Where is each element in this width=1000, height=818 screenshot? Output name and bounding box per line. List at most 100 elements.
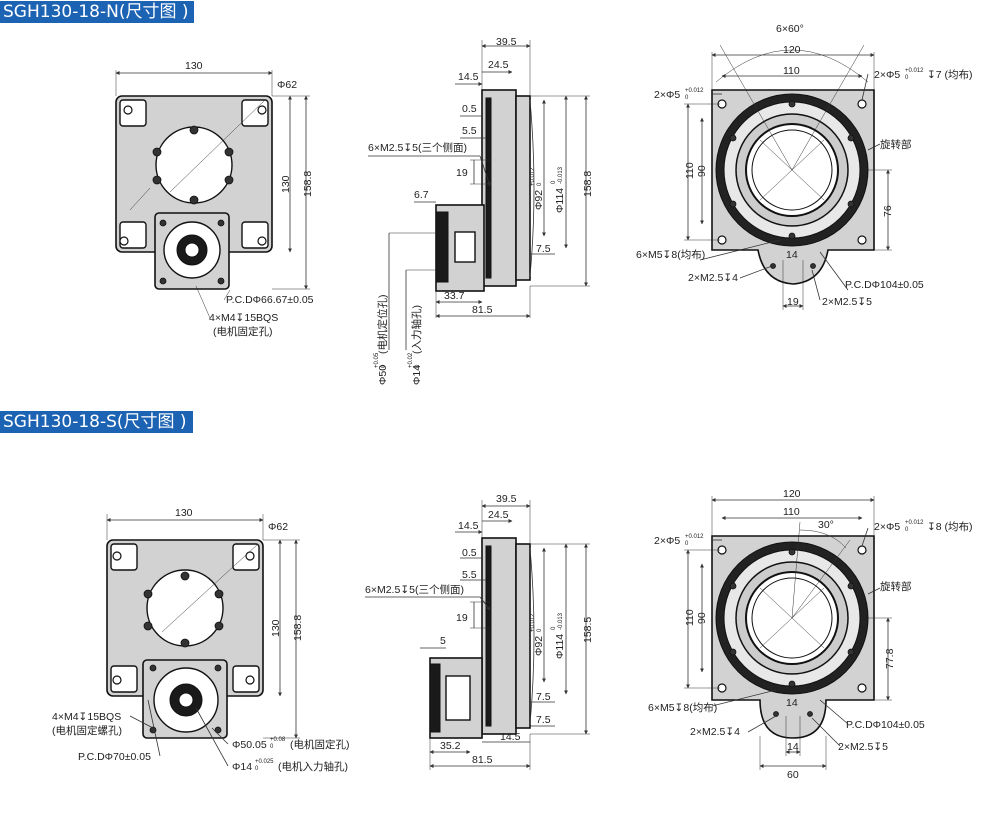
n-side-phi92: Φ92 xyxy=(533,190,545,210)
s-front-phi14-tol: +0.025 xyxy=(255,759,274,765)
s-side-phi92-tol: +0.012 xyxy=(530,613,536,632)
s-top-m25-5: 2×M2.5↧5 xyxy=(838,741,888,753)
n-side-815: 81.5 xyxy=(472,304,493,316)
n-top-phi5r-tol: +0.012 xyxy=(905,68,924,74)
s-front-h130: 130 xyxy=(270,619,282,637)
n-side-14: 14.5 xyxy=(458,71,479,83)
s-top-120: 120 xyxy=(783,488,801,500)
s-top-phi5r-tail: ↧8 (均布) xyxy=(927,521,973,533)
s-front-phi5005-note: (电机固定孔) xyxy=(290,738,350,751)
s-side-phi114-tol2: -0.013 xyxy=(558,612,564,630)
n-top-d19: 19 xyxy=(787,296,799,308)
s-front-phi14: Φ14 xyxy=(232,761,252,773)
n-top-rotor: 旋转部 xyxy=(880,138,912,151)
s-side-19: 19 xyxy=(456,612,468,624)
n-top-phi5r-tol0: 0 xyxy=(905,75,909,81)
front-view-s xyxy=(106,514,300,767)
s-top-d60: 60 xyxy=(787,769,799,781)
s-top-v778: 77.8 xyxy=(884,648,896,669)
s-top-phi5r: 2×Φ5 xyxy=(874,521,900,533)
front-view-n xyxy=(115,70,310,319)
n-side-24: 24.5 xyxy=(488,59,509,71)
n-top-m5: 6×M5↧8(均布) xyxy=(636,249,705,261)
n-side-158: 158.8 xyxy=(582,171,594,197)
n-top-phi5r-tail: ↧7 (均布) xyxy=(927,69,973,81)
s-side-145: 14.5 xyxy=(500,731,521,743)
n-side-phi114: Φ114 xyxy=(554,188,566,213)
s-top-phi5l: 2×Φ5 xyxy=(654,535,680,547)
n-top-pcd: P.C.DΦ104±0.05 xyxy=(845,279,924,291)
s-top-110: 110 xyxy=(783,506,800,518)
side-view-s xyxy=(365,500,590,770)
n-top-v110: 110 xyxy=(684,162,696,179)
n-front-h130: 130 xyxy=(280,175,292,193)
n-front-width: 130 xyxy=(185,60,203,72)
s-front-motor-holes: 4×M4↧15BQS xyxy=(52,711,121,723)
s-top-phi5r-tol0: 0 xyxy=(905,527,909,533)
s-side-158: 158.5 xyxy=(582,617,594,643)
n-top-phi5l-tol0: 0 xyxy=(685,95,689,101)
s-side-24: 24.5 xyxy=(488,509,509,521)
n-front-motor-holes-note: (电机固定孔) xyxy=(213,325,273,338)
s-side-05: 0.5 xyxy=(462,547,477,559)
s-side-815: 81.5 xyxy=(472,754,493,766)
s-top-d14b: 14 xyxy=(787,741,799,753)
n-top-angle: 6×60° xyxy=(776,23,804,35)
n-top-v90: 90 xyxy=(696,165,708,177)
n-side-phi92-tol: +0.012 xyxy=(530,167,536,186)
s-side-75a: 7.5 xyxy=(536,691,551,703)
n-top-120: 120 xyxy=(783,44,801,56)
s-front-phi5005: Φ50.05 xyxy=(232,739,267,751)
s-top-m25-4: 2×M2.5↧4 xyxy=(690,726,740,738)
s-side-352: 35.2 xyxy=(440,740,461,752)
n-side-phi50-tol0: 0 xyxy=(381,364,387,368)
n-front-motor-holes: 4×M4↧15BQS xyxy=(209,312,278,324)
n-top-v76: 76 xyxy=(882,205,894,217)
top-view-s xyxy=(684,496,892,770)
s-side-75b: 7.5 xyxy=(536,714,551,726)
s-front-width: 130 xyxy=(175,507,193,519)
s-front-phi62: Φ62 xyxy=(268,521,288,533)
s-side-14: 14.5 xyxy=(458,520,479,532)
n-side-phi14: Φ14 xyxy=(411,365,423,385)
n-top-d14: 14 xyxy=(786,249,798,261)
n-side-55: 5.5 xyxy=(462,125,477,137)
n-side-m25: 6×M2.5↧5(三个侧面) xyxy=(368,141,467,154)
n-side-phi114-tol: 0 xyxy=(551,180,557,184)
side-view-n xyxy=(368,40,590,350)
s-front-phi5005-tol: +0.08 xyxy=(270,737,286,743)
n-front-pcd: P.C.DΦ66.67±0.05 xyxy=(226,294,314,306)
n-front-h158: 158.8 xyxy=(302,171,314,197)
s-side-phi92-tol0: 0 xyxy=(537,628,543,632)
n-front-phi62: Φ62 xyxy=(277,79,297,91)
n-top-phi5l-tol: +0.012 xyxy=(685,88,704,94)
n-side-phi14-tol0: 0 xyxy=(415,364,421,368)
n-side-phi114-tol2: -0.013 xyxy=(558,166,564,184)
top-view-n xyxy=(684,44,892,310)
s-side-phi114-tol: 0 xyxy=(551,626,557,630)
n-top-m25-4: 2×M2.5↧4 xyxy=(688,272,738,284)
n-top-110: 110 xyxy=(783,65,800,77)
s-front-motor-holes-note: (电机固定螺孔) xyxy=(52,724,122,737)
s-top-d14: 14 xyxy=(786,697,798,709)
n-top-m25-5: 2×M2.5↧5 xyxy=(822,296,872,308)
s-top-phi5l-tol: +0.012 xyxy=(685,534,704,540)
s-top-phi5r-tol: +0.012 xyxy=(905,520,924,526)
title-sgh130-18-n: SGH130-18-N(尺寸图 ) xyxy=(0,1,195,23)
s-top-m5: 6×M5↧8(均布) xyxy=(648,702,717,714)
s-side-5: 5 xyxy=(440,635,446,647)
n-side-75: 7.5 xyxy=(536,243,551,255)
n-side-phi14-tol: +0.02 xyxy=(408,352,414,368)
n-side-67: 6.7 xyxy=(414,189,429,201)
n-side-phi50-note: (电机定位孔) xyxy=(376,295,389,355)
n-top-phi5l: 2×Φ5 xyxy=(654,89,680,101)
n-side-phi92-tol0: 0 xyxy=(537,182,543,186)
s-top-rotor: 旋转部 xyxy=(880,580,912,593)
n-side-337: 33.7 xyxy=(444,290,465,302)
s-top-v110: 110 xyxy=(684,609,696,626)
n-side-19: 19 xyxy=(456,167,468,179)
s-side-phi114: Φ114 xyxy=(554,634,566,659)
s-top-pcd: P.C.DΦ104±0.05 xyxy=(846,719,925,731)
s-front-phi14-tol0: 0 xyxy=(255,766,259,772)
n-side-phi50-tol: +0.05 xyxy=(374,352,380,368)
